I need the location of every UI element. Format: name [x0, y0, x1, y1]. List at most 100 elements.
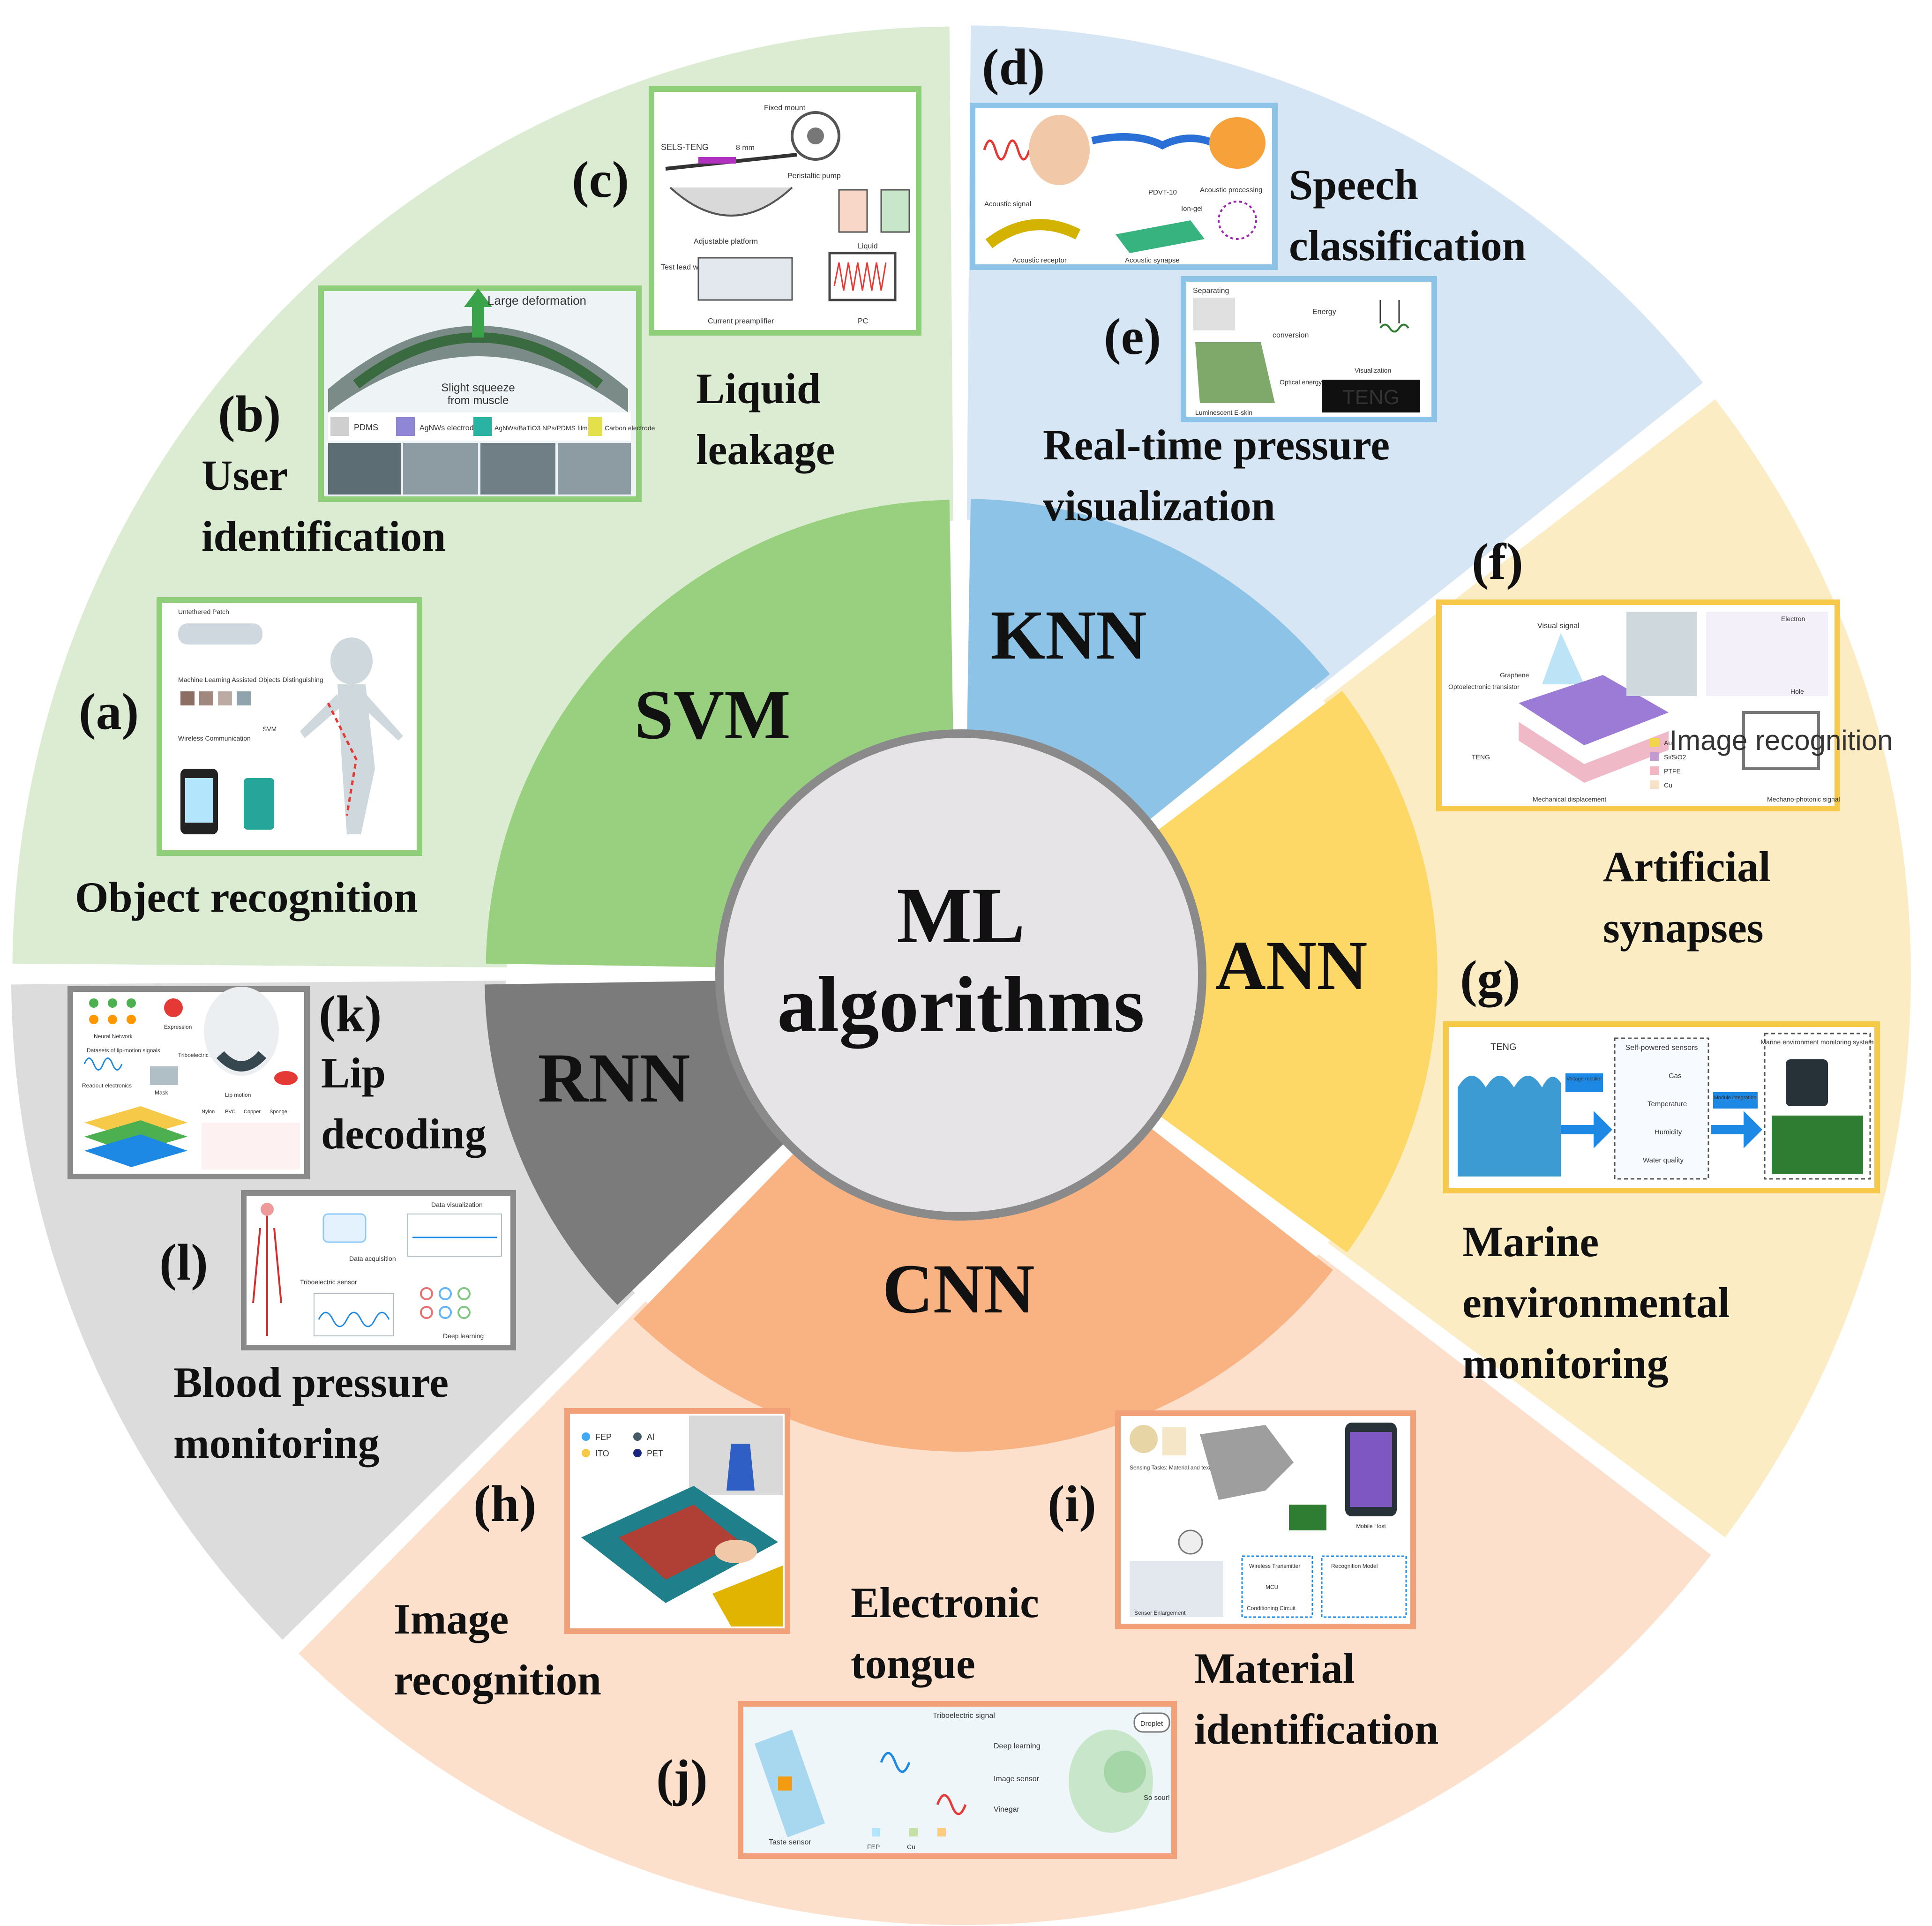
panel-l-text-1: Data visualization [431, 1201, 483, 1208]
panel-c-text-6: Liquid [858, 242, 878, 250]
panel-j-text-9: Cu [907, 1843, 915, 1851]
panel-b-text-4: PDMS [354, 423, 378, 432]
panel-k-text-7: Lip motion [225, 1092, 251, 1098]
panel-k-text-5: Readout electronics [82, 1082, 132, 1089]
app-l-letter: (l) [159, 1234, 208, 1291]
app-l-label-line1: Blood pressure [173, 1358, 449, 1406]
panel-f-text-5: Mechanical displacement [1533, 795, 1606, 803]
panel-k-text-2: Expression [164, 1024, 192, 1030]
panel-g-text-6: Humidity [1655, 1128, 1682, 1136]
panel-c-text-8: Current preamplifier [708, 317, 774, 325]
panel-d-text-5: PDVT-10 [1148, 188, 1177, 196]
panel-k-lip-decoding: Neural Network Expression Datasets of li… [67, 986, 310, 1179]
panel-c-text-3: 8 mm [736, 144, 755, 152]
algo-label-knn: KNN [990, 596, 1146, 674]
panel-f-text-3: Optoelectronic transistor [1448, 683, 1520, 690]
algo-label-svm: SVM [634, 676, 790, 754]
panel-f-text-13: Hole [1790, 688, 1804, 695]
panel-h-image-recognition: FEP Al ITO PET [564, 1408, 790, 1634]
panel-e-pressure-visualization: Separating Energy conversion Optical ene… [1181, 276, 1437, 422]
app-a-label-line1: Object recognition [75, 873, 418, 921]
panel-i-text-2: Mobile Host [1356, 1523, 1386, 1529]
app-i-label-line2: identification [1194, 1705, 1438, 1753]
panel-f-text-9: Cu [1664, 781, 1672, 789]
panel-c-text-2: Fixed mount [764, 104, 806, 112]
panel-f-text-11: Mechano-photonic signal [1767, 795, 1840, 803]
app-j-letter: (j) [656, 1749, 708, 1806]
algo-label-ann: ANN [1215, 927, 1368, 1004]
panel-k-text-9: PVC [225, 1109, 236, 1115]
application-labels: (a) Object recognition (b) User identifi… [75, 38, 1771, 1806]
app-d-letter: (d) [982, 38, 1045, 96]
panel-h-text-1: FEP [595, 1432, 612, 1442]
panel-b-text-2: Slight squeeze [441, 382, 515, 394]
app-e-label-line2: visualization [1043, 482, 1275, 530]
panel-d-text-1: Acoustic signal [984, 200, 1031, 208]
center-hub: ML algorithms [715, 729, 1206, 1221]
panel-f-text-7: Si/SiO2 [1664, 753, 1686, 761]
svm-inner-sector [486, 500, 953, 967]
panel-a-object-recognition: Untethered Patch Machine Learning Assist… [157, 597, 422, 856]
panel-k-text-10: Copper [244, 1109, 261, 1115]
center-circle [715, 729, 1206, 1221]
panel-c-text-5: Adjustable platform [694, 238, 758, 246]
app-b-label-line1: User [202, 451, 288, 499]
panel-f-text-8: PTFE [1664, 767, 1681, 775]
algo-label-cnn: CNN [883, 1250, 1035, 1328]
panel-l-text-2: Data acquisition [349, 1255, 396, 1262]
center-title-line2: algorithms [777, 960, 1145, 1049]
app-f-label-line2: synapses [1603, 904, 1764, 952]
panel-j-text-2: Taste sensor [769, 1838, 811, 1846]
panel-d-text-3: Acoustic receptor [1012, 256, 1067, 264]
panel-g-text-9: Marine environment monitoring system [1760, 1038, 1873, 1046]
panel-e-text-5: Visualization [1355, 367, 1391, 374]
panel-g-text-7: Water quality [1643, 1156, 1684, 1164]
app-i-label-line1: Material [1194, 1644, 1355, 1692]
panel-c-text-4: Peristaltic pump [787, 172, 841, 180]
panel-e-text-7: TENG [1342, 386, 1400, 409]
panel-d-text-4: Acoustic synapse [1125, 256, 1180, 264]
app-g-letter: (g) [1460, 950, 1520, 1007]
panel-b-text-5: AgNWs electrode [419, 424, 478, 432]
panel-a-text-2: Machine Learning Assisted Objects Distin… [178, 676, 323, 683]
panel-c-text-9: PC [858, 317, 868, 325]
app-h-label-line2: recognition [394, 1656, 601, 1704]
panel-g-text-1: TENG [1490, 1042, 1517, 1052]
app-i-letter: (i) [1048, 1475, 1096, 1532]
panel-e-text-6: Luminescent E-skin [1195, 409, 1252, 416]
panel-a-text-3: Wireless Communication [178, 734, 251, 742]
panel-k-text-8: Nylon [202, 1109, 215, 1115]
app-a-letter: (a) [79, 683, 139, 740]
app-l-label-line2: monitoring [173, 1419, 380, 1467]
panel-i-text-3: Wireless Transmitter [1249, 1563, 1300, 1569]
panel-d-text-6: Ion-gel [1181, 205, 1203, 213]
panel-j-electronic-tongue: Triboelectric signal Taste sensor Deep l… [738, 1701, 1177, 1859]
app-d-label-line1: Speech [1289, 161, 1418, 209]
panel-l-text-3: Triboelectric sensor [300, 1278, 357, 1286]
app-j-label-line1: Electronic [851, 1579, 1039, 1626]
panel-b-text-1: Large deformation [487, 293, 586, 307]
panel-b-text-6: AgNWs/BaTiO3 NPs/PDMS film [494, 424, 588, 432]
rnn-inner-sector [485, 981, 787, 1305]
panel-f-artificial-synapses: Visual signal Graphene Optoelectronic tr… [1436, 600, 1893, 811]
panel-f-text-2: Graphene [1500, 671, 1529, 679]
center-title-line1: ML [897, 871, 1025, 959]
app-e-letter: (e) [1104, 308, 1161, 365]
panel-j-text-4: Image sensor [994, 1775, 1040, 1783]
panel-c-liquid-leakage: SELS-TENG Fixed mount 8 mm Peristaltic p… [649, 86, 921, 336]
app-g-label-line2: environmental [1462, 1279, 1730, 1326]
panel-e-text-4: Optical energy [1280, 378, 1322, 386]
panel-g-text-2: Voltage rectifier [1566, 1076, 1602, 1082]
panel-k-text-6: Mask [155, 1089, 169, 1096]
panel-e-text-1: Separating [1193, 287, 1229, 295]
app-b-letter: (b) [218, 385, 281, 442]
app-c-label-line2: leakage [696, 426, 835, 473]
knn-inner-sector [967, 499, 1330, 823]
panel-j-text-1: Triboelectric signal [933, 1712, 995, 1720]
panel-e-text-3: conversion [1273, 331, 1309, 339]
app-d-label-line2: classification [1289, 222, 1526, 270]
panel-c-text-7: Test lead wire [661, 263, 707, 271]
panel-g-marine-monitoring: TENG Voltage rectifier Self-powered sens… [1443, 1021, 1880, 1193]
panel-j-text-3: Deep learning [994, 1742, 1041, 1750]
panel-f-text-6: Au [1664, 739, 1672, 747]
